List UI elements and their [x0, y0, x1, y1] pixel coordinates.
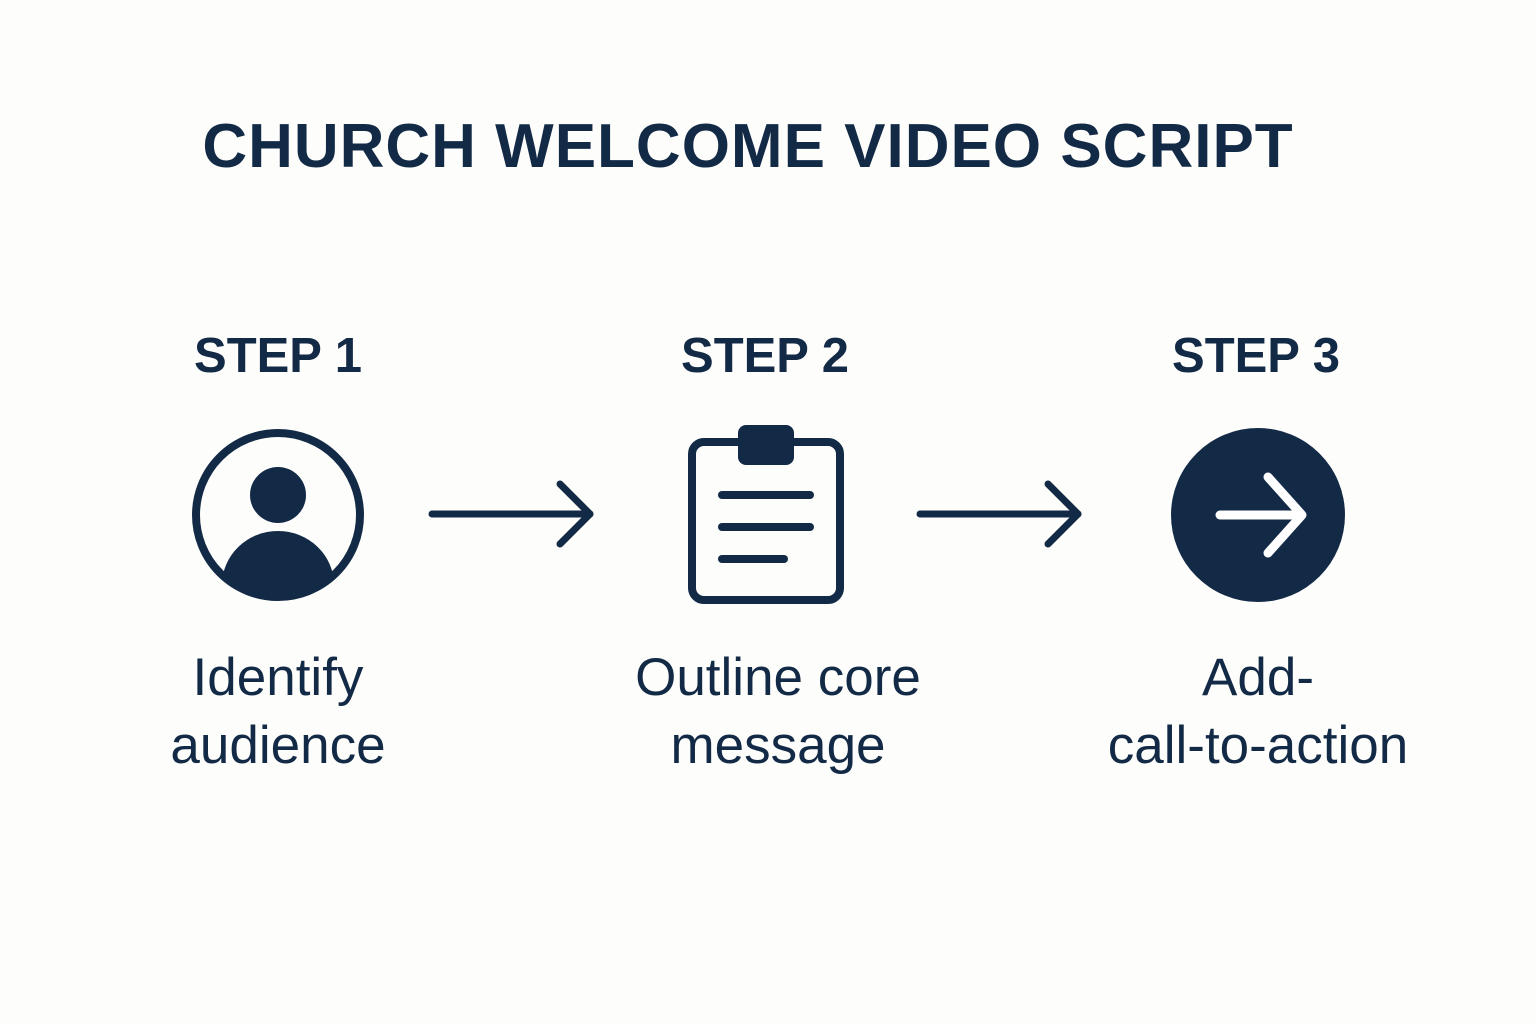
step-2-label-line-2: message [670, 716, 886, 775]
page-title: CHURCH WELCOME VIDEO SCRIPT [202, 112, 1294, 181]
step-3-label-line-1: Add- [1202, 648, 1314, 707]
step-2-heading: STEP 2 [681, 329, 849, 383]
step-3-label-line-2: call-to-action [1107, 716, 1409, 775]
step-1-label-line-1: Identify [192, 648, 364, 707]
clipboard-icon [688, 425, 844, 604]
step-3-heading: STEP 3 [1172, 329, 1340, 383]
person-icon [192, 429, 364, 601]
step-1-label: Identify audience [68, 644, 488, 780]
arrow-circle-icon [1171, 428, 1345, 602]
step-2-label: Outline core message [568, 644, 988, 780]
step-1-heading: STEP 1 [194, 329, 362, 383]
step-1-label-line-2: audience [170, 716, 386, 775]
flow-arrow-2 [916, 480, 1082, 548]
step-3-label: Add- call-to-action [1048, 644, 1468, 780]
flow-arrow-1 [428, 480, 594, 548]
step-2-label-line-1: Outline core [635, 648, 921, 707]
